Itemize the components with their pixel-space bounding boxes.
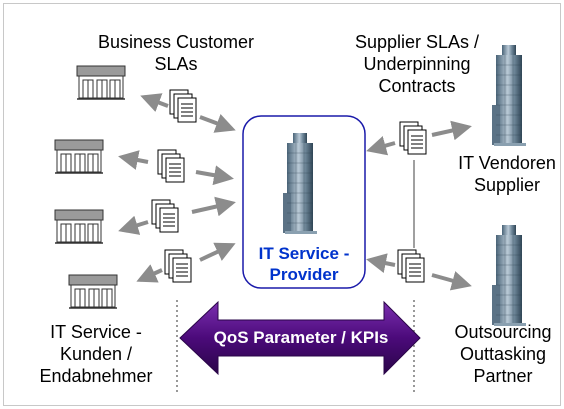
outsourcing-label: Outsourcing Outtasking Partner <box>454 322 552 386</box>
kpi-bar-label: QoS Parameter / KPIs <box>213 328 389 347</box>
document-stack-icon <box>169 89 197 123</box>
diagram-frame <box>3 3 561 406</box>
arrow <box>431 271 472 291</box>
business-customer-slas-label: Business Customer SLAs <box>97 32 255 74</box>
arrow <box>191 196 236 217</box>
arrow <box>118 150 149 170</box>
arrow <box>136 264 163 283</box>
document-stack-icon <box>397 249 425 283</box>
document-stack-icon <box>164 249 192 283</box>
arrow <box>366 253 396 273</box>
arrow <box>199 114 236 133</box>
it-service-provider-label: IT Service - Provider <box>258 244 350 284</box>
document-stack-icon <box>151 199 179 233</box>
arrow <box>195 165 234 186</box>
arrow <box>366 136 396 156</box>
it-service-kunden-label: IT Service - Kunden / Endabnehmer <box>39 322 153 386</box>
office-tower-icon <box>491 224 527 327</box>
office-tower-icon <box>282 132 318 235</box>
document-stack-icon <box>399 121 427 155</box>
document-stack-icon <box>157 149 185 183</box>
kpi-double-arrow <box>179 300 421 376</box>
arrow <box>199 242 236 262</box>
arrow <box>118 215 149 235</box>
shop-building-icon <box>54 139 104 174</box>
shop-building-icon <box>68 274 118 309</box>
arrow <box>431 120 472 141</box>
arrow <box>140 93 169 112</box>
it-vendoren-label: IT Vendoren Supplier <box>458 153 556 195</box>
supplier-slas-label: Supplier SLAs / Underpinning Contracts <box>354 32 480 96</box>
shop-building-icon <box>54 209 104 244</box>
